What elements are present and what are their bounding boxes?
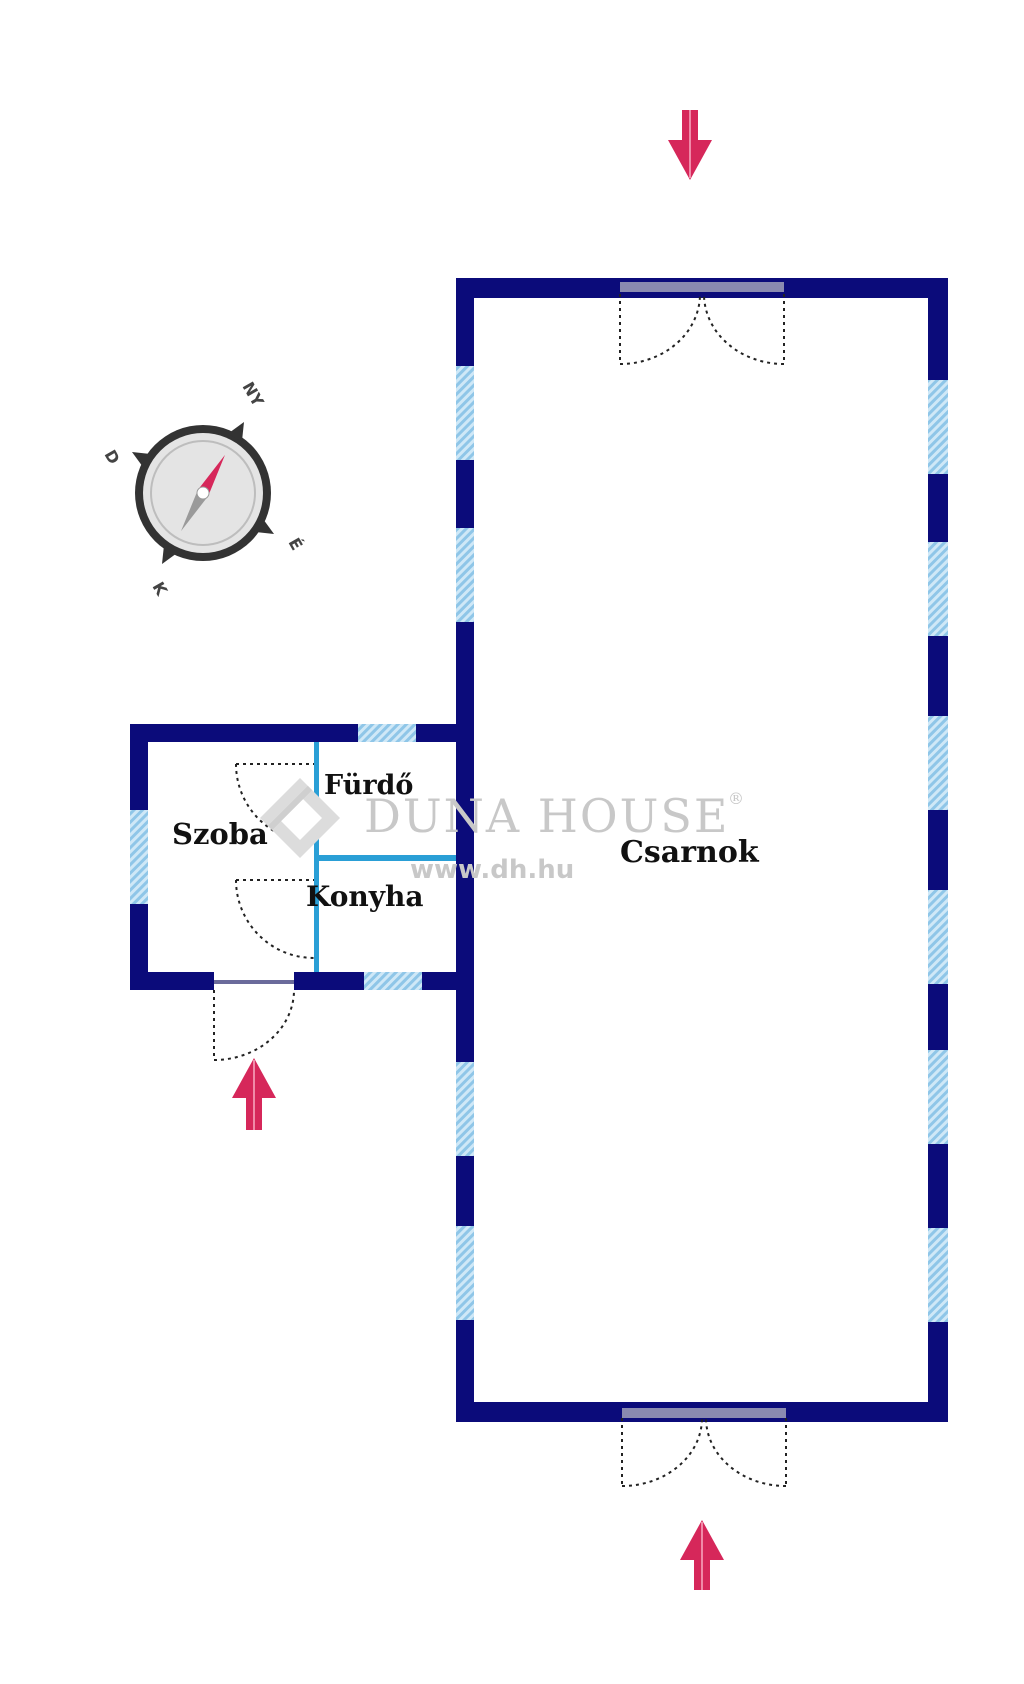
compass — [131, 421, 275, 565]
hall-top-door-frame — [620, 282, 784, 292]
compass-south: D — [101, 447, 124, 468]
watermark-url: www.dh.hu — [410, 855, 574, 885]
entry-arrow-bottom — [680, 1520, 724, 1590]
room-label-kitchen: Konyha — [306, 880, 424, 913]
watermark-registered: ® — [728, 789, 746, 808]
annex-windows — [130, 724, 422, 990]
compass-west: NY — [239, 379, 268, 410]
compass-north: É — [285, 535, 307, 554]
room-label-bath: Fürdő — [324, 770, 413, 801]
room-label-hall: Csarnok — [620, 835, 760, 870]
hall-windows-left — [456, 366, 474, 1320]
room-label-room: Szoba — [172, 817, 268, 851]
annex-entry-door-threshold — [214, 980, 294, 984]
entry-arrow-top — [668, 110, 712, 180]
watermark-logo-icon — [260, 778, 340, 858]
hall-windows-right — [928, 380, 948, 1322]
inner-partitions — [314, 742, 456, 972]
entry-arrow-annex — [232, 1058, 276, 1130]
watermark: DUNA HOUSE ® www.dh.hu — [260, 778, 746, 885]
watermark-brand: DUNA HOUSE — [364, 789, 729, 843]
door-swings — [213, 293, 787, 1487]
compass-east: K — [149, 579, 172, 600]
hall-bottom-door-frame — [622, 1408, 786, 1418]
